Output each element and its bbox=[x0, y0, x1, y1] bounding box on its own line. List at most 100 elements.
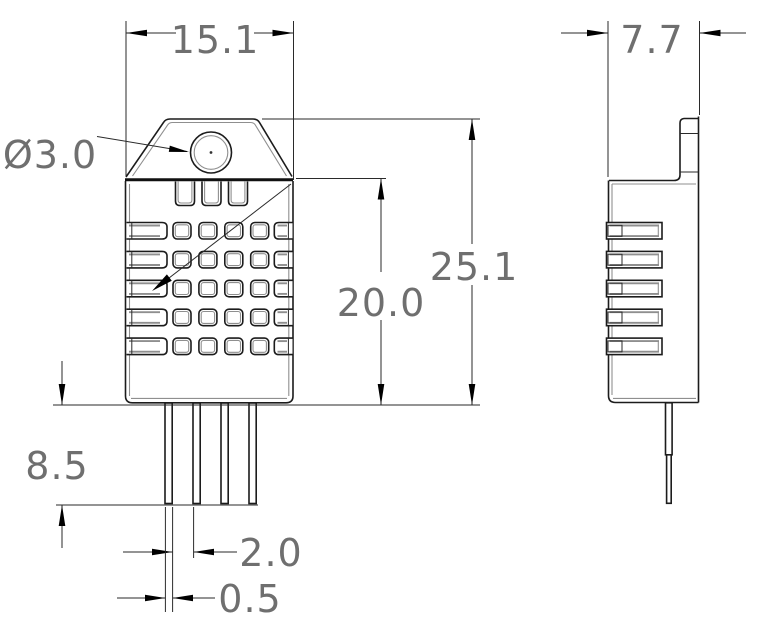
arrowhead bbox=[272, 29, 294, 37]
dim-hole-diameter-label: Ø3.0 bbox=[3, 133, 97, 177]
left-slot bbox=[126, 221, 168, 240]
side-louvers bbox=[605, 221, 663, 356]
vent-hole-inner bbox=[174, 310, 190, 324]
side-louver bbox=[605, 221, 663, 240]
dimension-grille-height: 20.0 bbox=[296, 178, 424, 405]
vent-hole-inner bbox=[226, 339, 242, 353]
dimension-pin-width: 0.5 bbox=[117, 507, 281, 621]
vent-hole bbox=[249, 279, 270, 298]
vent-hole bbox=[224, 250, 244, 269]
front-cap-inner-line bbox=[132, 121, 287, 177]
dimension-hole-diameter: Ø3.0 bbox=[3, 133, 189, 177]
vent-hole-inner bbox=[226, 282, 242, 296]
dimension-pin-spacing: 2.0 bbox=[123, 507, 302, 575]
vent-hole bbox=[224, 221, 244, 240]
vent-hole bbox=[198, 250, 218, 269]
dimension-overall-height: 25.1 bbox=[262, 118, 519, 405]
side-louver-notch bbox=[607, 340, 623, 353]
vent-hole-inner bbox=[174, 253, 190, 267]
right-vent-slots bbox=[273, 221, 293, 356]
dim-overall-width-label: 15.1 bbox=[171, 18, 260, 62]
left-vent-slots bbox=[126, 221, 168, 356]
arrowhead bbox=[172, 594, 193, 602]
side-louver bbox=[605, 250, 663, 269]
vent-hole-inner bbox=[200, 282, 216, 296]
vent-hole-inner bbox=[226, 253, 242, 267]
dim-pin-spacing-label: 2.0 bbox=[239, 531, 302, 575]
top-notches bbox=[174, 181, 249, 207]
front-pin bbox=[192, 402, 201, 505]
vent-hole-grid bbox=[172, 221, 270, 356]
vent-hole-inner bbox=[200, 224, 216, 238]
arrowhead bbox=[168, 145, 189, 152]
dim-pin-width-label: 0.5 bbox=[218, 577, 281, 621]
vent-hole bbox=[198, 308, 218, 327]
side-louver-notch bbox=[607, 282, 623, 295]
vent-hole bbox=[198, 221, 218, 240]
side-pin-upper bbox=[664, 401, 673, 456]
left-slot bbox=[126, 337, 168, 356]
vent-hole-inner bbox=[200, 253, 216, 267]
vent-hole-inner bbox=[252, 253, 267, 267]
vent-hole-inner bbox=[174, 339, 190, 353]
top-notch bbox=[227, 181, 249, 207]
dim-overall-height-label: 25.1 bbox=[430, 245, 519, 289]
vent-hole bbox=[198, 279, 218, 298]
dim-pin-length-label: 8.5 bbox=[25, 444, 88, 488]
arrowhead bbox=[152, 274, 172, 291]
arrowhead bbox=[126, 29, 147, 37]
dimension-overall-depth: 7.7 bbox=[561, 18, 746, 177]
dimension-pin-length: 8.5 bbox=[25, 361, 88, 548]
side-louver bbox=[605, 308, 663, 327]
vent-hole bbox=[224, 308, 244, 327]
vent-hole-inner bbox=[226, 224, 242, 238]
vent-hole-inner bbox=[252, 282, 267, 296]
vent-hole bbox=[224, 279, 244, 298]
vent-hole bbox=[249, 250, 270, 269]
side-pin-lower bbox=[665, 453, 672, 505]
dim-overall-depth-label: 7.7 bbox=[620, 18, 683, 62]
top-notch-inner bbox=[177, 181, 193, 204]
top-notch-inner bbox=[204, 181, 219, 204]
side-body-outline bbox=[607, 180, 699, 404]
vent-hole-inner bbox=[252, 310, 267, 324]
front-cap-outline bbox=[125, 118, 293, 178]
vent-hole bbox=[249, 337, 270, 356]
side-view bbox=[605, 116, 700, 505]
mounting-hole-center-mark bbox=[209, 151, 213, 154]
arrowhead bbox=[377, 178, 385, 200]
arrowhead bbox=[468, 384, 476, 405]
arrowhead bbox=[587, 29, 608, 37]
mounting-hole-outer bbox=[189, 131, 233, 174]
side-louver bbox=[605, 279, 663, 298]
arrowhead bbox=[699, 29, 721, 37]
left-slot bbox=[126, 308, 168, 327]
front-view bbox=[124, 118, 294, 505]
arrowhead bbox=[193, 548, 214, 556]
vent-hole bbox=[198, 337, 218, 356]
vent-hole bbox=[249, 308, 270, 327]
vent-hole-inner bbox=[252, 339, 267, 353]
vent-hole-inner bbox=[174, 224, 190, 238]
vent-hole bbox=[172, 337, 192, 356]
front-pins bbox=[164, 402, 257, 505]
vent-hole bbox=[172, 221, 192, 240]
top-notch bbox=[201, 181, 222, 207]
mounting-hole-inner bbox=[193, 135, 229, 170]
left-slot bbox=[126, 250, 168, 269]
leader-line bbox=[157, 183, 292, 287]
front-pin bbox=[220, 402, 229, 505]
dimension-overall-width: 15.1 bbox=[125, 18, 294, 180]
arrowhead bbox=[58, 505, 66, 526]
side-louver-notch bbox=[607, 253, 623, 266]
side-tab-outline bbox=[609, 117, 699, 182]
arrowhead bbox=[377, 384, 385, 405]
arrowhead bbox=[468, 119, 476, 140]
side-louver bbox=[605, 337, 663, 356]
vent-hole bbox=[224, 337, 244, 356]
vent-hole bbox=[172, 279, 192, 298]
vent-hole bbox=[249, 221, 270, 240]
front-pin bbox=[164, 402, 173, 505]
